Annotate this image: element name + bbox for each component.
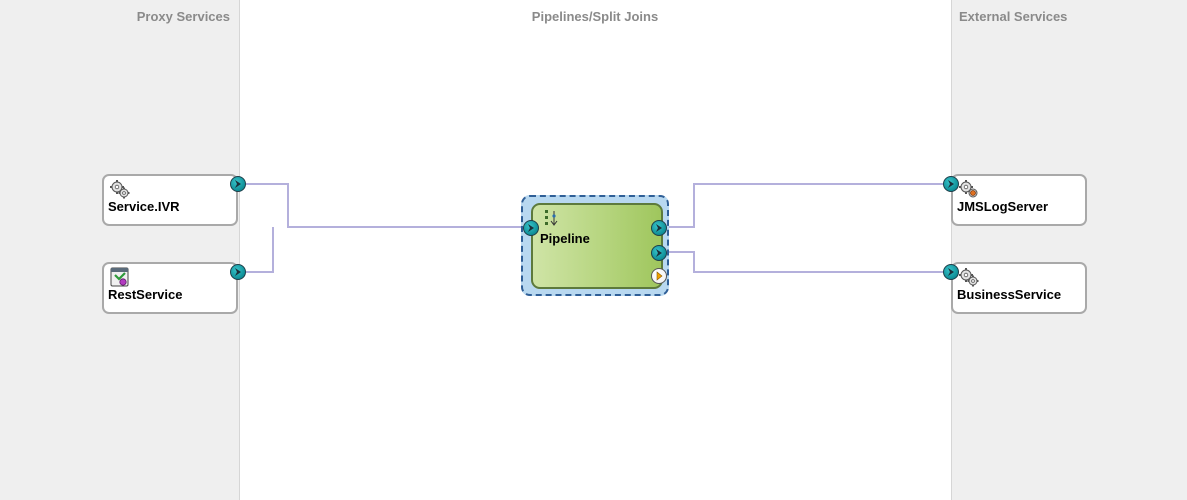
wire-service-ivr-to-pipeline[interactable] (246, 183, 522, 228)
service-name: RestService (108, 287, 183, 302)
pipelines-lane-title: Pipelines/Split Joins (531, 9, 659, 24)
gears-icon (110, 180, 130, 199)
external-services-lane-title: External Services (959, 9, 1068, 24)
pipeline-input-endpoint-icon[interactable] (523, 220, 539, 236)
pipeline-output-endpoint-1-icon[interactable] (651, 220, 667, 236)
pipeline-error-endpoint-icon[interactable] (651, 268, 667, 284)
proxy-services-lane: Proxy Services (0, 0, 240, 500)
rest-service-icon (110, 267, 129, 287)
wire-rest-service-to-pipeline[interactable] (246, 227, 274, 273)
business-service-endpoint-icon[interactable] (943, 264, 959, 280)
proxy-rest-service[interactable]: RestService (102, 262, 238, 314)
external-services-lane: External Services (951, 0, 1187, 500)
service-name: Service.IVR (108, 199, 180, 214)
external-business-service[interactable]: BusinessService (951, 262, 1087, 314)
jms-service-icon (959, 180, 978, 198)
service-ivr-endpoint-icon[interactable] (230, 176, 246, 192)
pipeline-label: Pipeline (540, 231, 590, 246)
gears-icon (959, 268, 979, 287)
proxy-services-lane-title: Proxy Services (136, 9, 230, 24)
external-jms-log-server[interactable]: JMSLogServer (951, 174, 1087, 226)
pipeline-node[interactable]: Pipeline (531, 203, 663, 289)
service-name: JMSLogServer (957, 199, 1049, 214)
wire-pipeline-to-jmslogserver[interactable] (667, 183, 943, 228)
pipeline-flow-icon (545, 210, 558, 226)
rest-service-endpoint-icon[interactable] (230, 264, 246, 280)
proxy-service-ivr[interactable]: Service.IVR (102, 174, 238, 226)
pipeline-output-endpoint-2-icon[interactable] (651, 245, 667, 261)
wire-pipeline-to-businessservice[interactable] (667, 251, 943, 273)
jms-log-server-endpoint-icon[interactable] (943, 176, 959, 192)
service-name: BusinessService (957, 287, 1062, 302)
pipeline-selection-outline[interactable]: Pipeline (521, 195, 669, 296)
